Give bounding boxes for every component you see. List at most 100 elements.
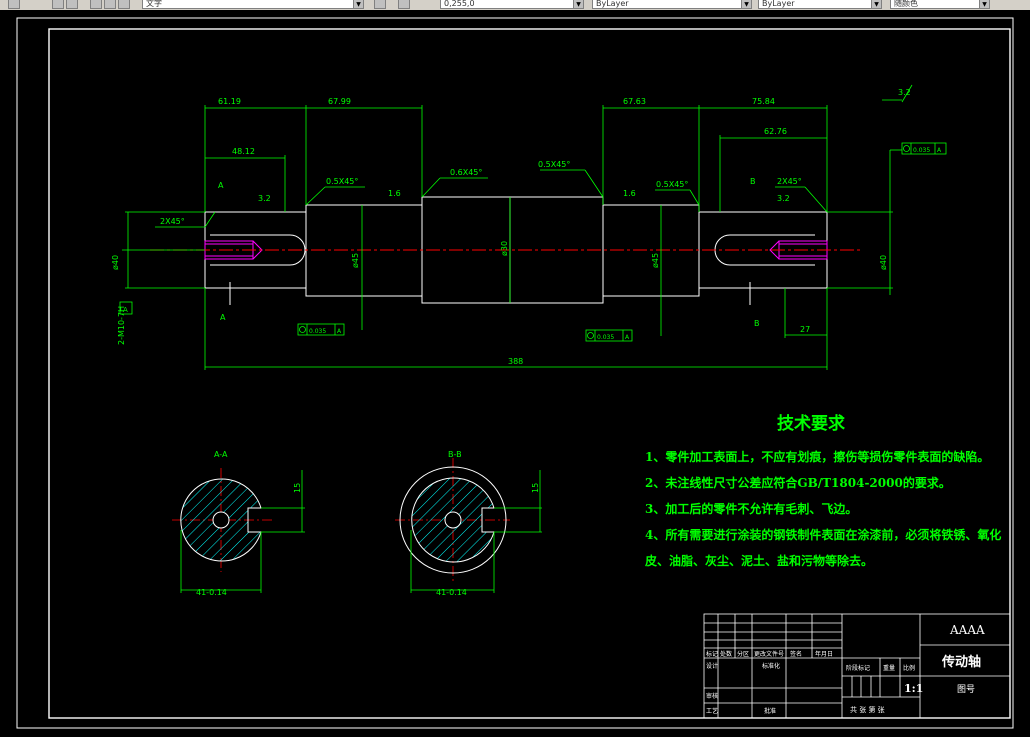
dim-75-84: 75.84: [752, 97, 775, 106]
dim-48-12: 48.12: [232, 147, 255, 156]
tb-stage: 阶段标记: [846, 664, 870, 672]
section-width-a: 41-0.14: [196, 588, 227, 597]
dia-second: ø45: [351, 253, 360, 268]
datum-box: A: [119, 301, 133, 315]
tech-item-4: 4、所有需要进行涂装的钢铁制件表面在涂漆前，必须将铁锈、氧化: [645, 528, 1002, 542]
lineweight-select[interactable]: ByLayer ▼: [758, 0, 882, 9]
chevron-down-icon: ▼: [353, 0, 363, 8]
lock-icon-button[interactable]: [104, 0, 116, 9]
tol-value-2: 0.035: [597, 334, 614, 341]
tol-datum-3: A: [937, 147, 942, 154]
dim-27: 27: [800, 325, 810, 334]
chamfer-2x45-left: 2X45°: [160, 217, 185, 226]
tol-datum-1: A: [337, 328, 342, 335]
tb-h3: 分区: [737, 650, 749, 658]
tb-process: 工艺: [706, 707, 718, 715]
roughness-32-right: 3.2: [777, 194, 790, 203]
chamfer-05-first: 0.5X45°: [326, 177, 358, 186]
tb-h1: 标记: [706, 650, 718, 658]
thread-spec: 2-M10-7H: [117, 306, 126, 345]
tb-h6: 年月日: [815, 650, 833, 658]
roughness-32-left: 3.2: [258, 194, 271, 203]
section-mark-a-top: A: [218, 181, 224, 190]
roughness-top: 3.2: [898, 88, 911, 97]
tolerance-frame-1: 0.035 A: [297, 323, 345, 336]
tb-h4: 更改文件号: [754, 650, 784, 658]
tech-item-5: 皮、油脂、灰尘、泥土、盐和污物等除去。: [645, 554, 874, 568]
toolbar-icon-button[interactable]: [8, 0, 20, 9]
section-key-a: 15: [293, 483, 302, 493]
datum-label: A: [123, 306, 128, 314]
tb-approve: 批准: [764, 707, 776, 715]
roughness-16-right: 1.6: [623, 189, 636, 198]
chevron-down-icon: ▼: [573, 0, 583, 8]
tb-ratio: 比例: [903, 664, 915, 672]
chamfer-2x45-right: 2X45°: [777, 177, 802, 186]
dim-67-99: 67.99: [328, 97, 351, 106]
tb-weight: 重量: [883, 664, 895, 672]
dia-left: ø40: [111, 255, 120, 270]
linetype-select[interactable]: ByLayer▼: [592, 0, 752, 9]
tech-item-1: 1、零件加工表面上，不应有划痕，擦伤等损伤零件表面的缺陷。: [645, 450, 990, 464]
tb-drawing-no: 图号: [957, 684, 975, 695]
roughness-16-left: 1.6: [388, 189, 401, 198]
chevron-down-icon: ▼: [979, 0, 989, 8]
lineweight-value: ByLayer: [762, 0, 795, 8]
text-style-select[interactable]: 文字 ▼: [142, 0, 364, 9]
tb-company: AAAA: [949, 623, 985, 637]
tb-std: 标准化: [762, 662, 780, 670]
sun-icon-button[interactable]: [90, 0, 102, 9]
chevron-down-icon: ▼: [871, 0, 881, 8]
section-mark-b-bottom: B: [754, 319, 760, 328]
inner-border: [48, 28, 1011, 719]
section-a-a: [172, 468, 305, 593]
dim-67-63: 67.63: [623, 97, 646, 106]
tol-value-3: 0.035: [913, 147, 930, 154]
plotstyle-select[interactable]: 随颜色 ▼: [890, 0, 990, 9]
tech-item-3: 3、加工后的零件不允许有毛刺、飞边。: [645, 502, 858, 516]
dimension-lines: [122, 84, 913, 370]
tolerance-frame-3: 0.035 A: [901, 142, 947, 155]
shaft-main-view: [204, 196, 828, 305]
section-mark-b-top: B: [750, 177, 756, 186]
tb-review: 审核: [706, 692, 718, 700]
match-layer-icon-button[interactable]: [374, 0, 386, 9]
tb-scale: 1:1: [904, 682, 923, 695]
color-value: 0,255,0: [444, 0, 475, 8]
dia-fourth: ø45: [651, 253, 660, 268]
section-label-bb: B-B: [448, 450, 462, 459]
section-mark-a-bottom: A: [220, 313, 226, 322]
tol-value-1: 0.035: [309, 328, 326, 335]
dim-388: 388: [508, 357, 523, 366]
dim-62-76: 62.76: [764, 127, 787, 136]
dia-right: ø40: [879, 255, 888, 270]
drawing-canvas[interactable]: 61.19 67.99 67.63 75.84 48.12 62.76 27 3…: [0, 10, 1030, 737]
dim-61-19: 61.19: [218, 97, 241, 106]
chamfer-05-third: 0.5X45°: [656, 180, 688, 189]
layer-prev-icon-button[interactable]: [398, 0, 410, 9]
tb-sheets: 共 张 第 张: [850, 705, 885, 714]
chamfer-05-second: 0.5X45°: [538, 160, 570, 169]
plotstyle-value: 随颜色: [894, 0, 918, 8]
tb-h5: 签名: [790, 650, 802, 658]
layer-icon-button[interactable]: [52, 0, 64, 9]
dia-middle: ø30: [500, 241, 509, 256]
tol-datum-2: A: [625, 334, 630, 341]
tb-h2: 处数: [720, 650, 732, 658]
section-width-b: 41-0.14: [436, 588, 467, 597]
tb-part-name: 传动轴: [941, 654, 981, 670]
light-icon-button[interactable]: [66, 0, 78, 9]
tb-design: 设计: [706, 662, 718, 670]
section-label-aa: A-A: [214, 450, 228, 459]
tech-item-2: 2、未注线性尺寸公差应符合GB/T1804-2000的要求。: [645, 476, 951, 490]
tolerance-frame-2: 0.035 A: [585, 329, 633, 342]
outer-border: [16, 17, 1014, 729]
color-icon-button[interactable]: [118, 0, 130, 9]
color-select[interactable]: 0,255,0 ▼: [440, 0, 584, 9]
section-b-b: [395, 458, 542, 593]
text-style-value: 文字: [146, 0, 162, 8]
drawing-svg: 61.19 67.99 67.63 75.84 48.12 62.76 27 3…: [16, 17, 1014, 729]
toolbar: 文字▼ 0,255,0▼ ByLayer▼ ByLayer▼ 随颜色▼: [0, 0, 1030, 11]
tech-title: 技术要求: [777, 414, 845, 434]
chevron-down-icon: ▼: [741, 0, 751, 8]
